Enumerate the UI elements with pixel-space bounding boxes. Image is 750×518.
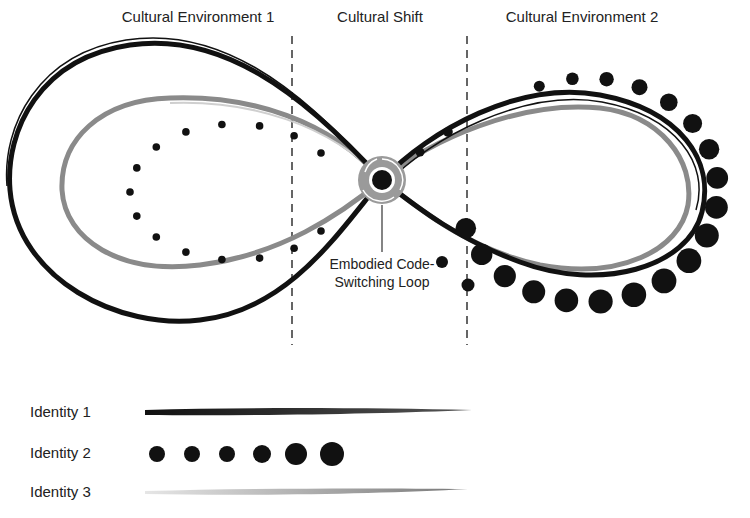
divider-line xyxy=(466,36,468,345)
callout-label: Embodied Code-Switching Loop xyxy=(322,256,442,291)
region-heading: Cultural Shift xyxy=(337,8,423,26)
identity-2-dot xyxy=(471,244,492,265)
identity-2-dot xyxy=(462,279,475,292)
identity-2-dot xyxy=(256,122,264,130)
identity-2-dot xyxy=(290,132,298,140)
identity-2-dot xyxy=(683,114,702,133)
identity-1-stroke xyxy=(10,43,705,321)
brush-texture xyxy=(7,38,378,186)
identity-2-dot xyxy=(456,218,477,239)
identity-2-dot xyxy=(677,248,702,273)
identity-2-dot xyxy=(126,188,134,196)
identity-2-dot xyxy=(699,139,719,159)
legend-sample-dots xyxy=(149,442,344,466)
identity-2-dot xyxy=(534,81,545,92)
legend-label: Identity 3 xyxy=(30,483,91,501)
loop-segments xyxy=(363,159,403,201)
loop-circle xyxy=(358,156,406,204)
identity-2-dot xyxy=(133,164,141,172)
loop-core xyxy=(372,170,392,190)
region-heading: Cultural Environment 2 xyxy=(506,8,659,26)
divider-line xyxy=(291,36,293,345)
legend-label: Identity 2 xyxy=(30,444,91,462)
identity-2-dot xyxy=(622,283,647,308)
brush-texture xyxy=(170,103,382,180)
identity-2-dot xyxy=(218,256,226,264)
legend-label: Identity 1 xyxy=(30,403,91,421)
identity-2-dot xyxy=(522,280,545,303)
identity-2-dot xyxy=(153,143,161,151)
identity-2-dot xyxy=(706,167,728,189)
identity-2-dot xyxy=(632,79,648,95)
identity-2-dot xyxy=(218,121,226,129)
identity-2-dot xyxy=(555,289,579,313)
identity-2-dot xyxy=(589,289,613,313)
identity-2-dot xyxy=(290,244,298,252)
brush-texture xyxy=(386,100,699,210)
legend-sample-line xyxy=(145,408,472,415)
identity-2-dot xyxy=(317,227,325,235)
identity-2-dot xyxy=(566,73,579,86)
identity-2-dot xyxy=(182,128,190,136)
leader-line xyxy=(381,205,382,252)
loop-ring xyxy=(369,167,395,193)
identity-2-dots xyxy=(126,72,728,314)
identity-2-dot xyxy=(494,265,516,287)
identity-2-dot xyxy=(660,94,678,112)
identity-2-dot xyxy=(436,256,448,268)
identity-2-dot xyxy=(695,224,719,248)
identity-3-stroke xyxy=(62,98,689,269)
identity-2-dot xyxy=(317,149,325,157)
identity-2-dot xyxy=(416,148,425,157)
identity-2-dot xyxy=(133,212,141,220)
identity-2-dot xyxy=(652,269,677,294)
identity-2-dot xyxy=(705,196,728,219)
identity-2-dot xyxy=(153,233,161,241)
legend-sample-line xyxy=(145,488,468,494)
identity-2-dot xyxy=(182,248,190,256)
region-heading: Cultural Environment 1 xyxy=(122,8,275,26)
identity-2-dot xyxy=(256,254,264,262)
identity-2-dot xyxy=(599,72,613,86)
identity-2-dot xyxy=(443,127,453,137)
